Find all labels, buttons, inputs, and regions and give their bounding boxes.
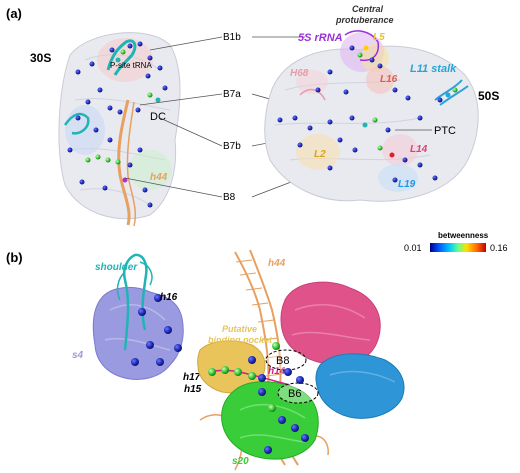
- nodes-30s: [67, 41, 168, 208]
- nodes-s4: [131, 294, 182, 366]
- ptc-label: PTC: [434, 125, 456, 137]
- subunit-50s-label: 50S: [478, 89, 499, 103]
- l19-label-b: L19: [360, 356, 380, 368]
- panel-a-label: (a): [6, 6, 22, 21]
- central-protuberance-label-1: Central: [352, 4, 384, 14]
- l5-label: L5: [373, 32, 385, 43]
- p-site-trna-label: P-site tRNA: [110, 61, 152, 70]
- l19-label-a: L19: [398, 179, 416, 190]
- s4-label: s4: [72, 350, 84, 361]
- bridge-b7a: B7a: [223, 89, 241, 100]
- subunit-50s-structure: [264, 30, 479, 202]
- h44-label-b: h44: [268, 258, 286, 269]
- l11-stalk-label: L11 stalk: [410, 63, 457, 75]
- b6-label: B6: [288, 388, 301, 400]
- s4-surface: [92, 287, 184, 380]
- central-protuberance-label-2: protuberance: [335, 15, 394, 25]
- b8-label: B8: [276, 355, 289, 367]
- bridge-b1b: B1b: [223, 32, 241, 43]
- colorbar-title: betweenness: [438, 231, 489, 240]
- l14-surface: [280, 281, 381, 366]
- subunit-30s-label: 30S: [30, 51, 51, 65]
- l19-surface: [315, 353, 405, 419]
- h17-label: h17: [183, 372, 201, 383]
- l14-label-a: L14: [410, 144, 428, 155]
- shoulder-label: shoulder: [95, 262, 138, 273]
- colorbar-max-label: 0.16: [490, 243, 508, 253]
- h14-label: h14: [268, 366, 286, 377]
- bridge-b8: B8: [223, 192, 236, 203]
- putative-label-2: binding pocket: [208, 335, 273, 345]
- bridge-b7b: B7b: [223, 141, 241, 152]
- b8-ellipse: [265, 349, 307, 371]
- h44-label-a: h44: [150, 172, 168, 183]
- shoulder-rna: [123, 253, 148, 351]
- rrna-5s-label: 5S rRNA: [298, 32, 343, 44]
- panel-b-label: (b): [6, 250, 23, 265]
- h15-label: h15: [184, 384, 202, 395]
- panel-a: (a) 30S 50S: [6, 4, 499, 227]
- l16-label: L16: [380, 74, 398, 85]
- h68-label: H68: [290, 68, 309, 79]
- nodes-50s: [277, 45, 458, 183]
- h16-label: h16: [160, 292, 178, 303]
- colorbar-gradient: [430, 243, 486, 252]
- l14-label-b: L14: [328, 293, 347, 305]
- betweenness-colorbar: betweenness 0.01 0.16: [404, 231, 508, 253]
- l2-label: L2: [314, 149, 326, 160]
- dc-label: DC: [150, 111, 166, 123]
- s20-label: s20: [232, 456, 249, 467]
- nodes-center-b: [208, 342, 309, 454]
- putative-label-1: Putative: [222, 324, 257, 334]
- colorbar-min-label: 0.01: [404, 243, 422, 253]
- panel-b: (b) shoulder h16 h17 s4 h44: [6, 249, 405, 471]
